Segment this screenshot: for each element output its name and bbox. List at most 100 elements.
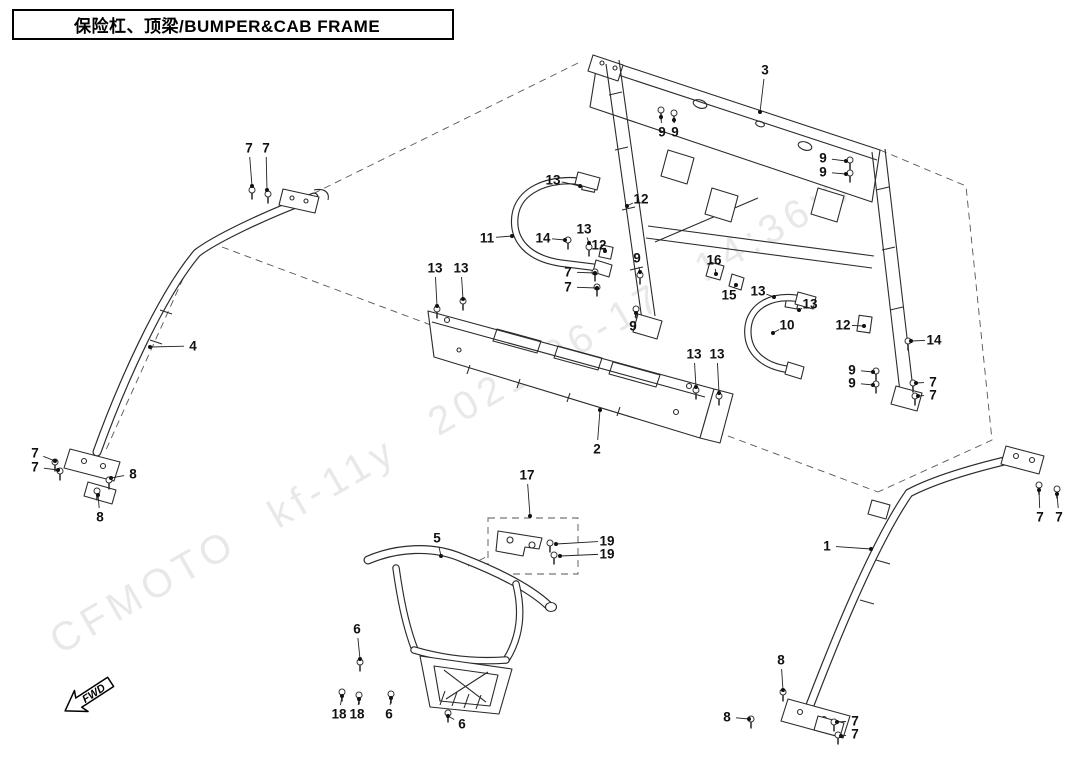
- svg-text:8: 8: [129, 467, 137, 482]
- svg-text:13: 13: [802, 297, 818, 312]
- callout-9: 9: [848, 363, 875, 378]
- callout-7: 7: [914, 375, 937, 390]
- svg-text:14: 14: [535, 231, 551, 246]
- callout-7: 7: [1036, 488, 1044, 525]
- callout-18: 18: [331, 694, 347, 722]
- svg-text:11: 11: [480, 231, 495, 246]
- grab-handle-part-11: [510, 171, 613, 278]
- callout-8: 8: [109, 467, 137, 482]
- callout-13: 13: [797, 297, 818, 312]
- callout-8: 8: [96, 493, 104, 525]
- callout-13: 13: [576, 222, 592, 245]
- svg-text:17: 17: [519, 468, 534, 483]
- right-pillar-part-1: [780, 445, 1045, 739]
- callout-14: 14: [535, 231, 567, 246]
- callout-9: 9: [629, 311, 638, 334]
- callout-14: 14: [909, 333, 942, 348]
- title-block: 保险杠、顶梁/BUMPER&CAB FRAME: [12, 9, 454, 40]
- svg-text:19: 19: [599, 547, 614, 562]
- svg-text:13: 13: [709, 347, 725, 362]
- callout-9: 9: [671, 118, 679, 140]
- svg-text:7: 7: [929, 388, 937, 403]
- svg-text:8: 8: [777, 653, 785, 668]
- svg-text:8: 8: [96, 510, 104, 525]
- svg-text:9: 9: [658, 125, 666, 140]
- svg-text:13: 13: [750, 284, 766, 299]
- svg-text:12: 12: [835, 318, 850, 333]
- callout-9: 9: [633, 251, 642, 274]
- callout-4: 4: [148, 339, 197, 354]
- svg-text:6: 6: [353, 622, 361, 637]
- svg-text:7: 7: [31, 446, 39, 461]
- svg-text:7: 7: [564, 265, 572, 280]
- callout-7: 7: [31, 460, 60, 475]
- svg-text:16: 16: [706, 253, 722, 268]
- mounting-bracket-part-17: [495, 530, 543, 557]
- callout-12: 12: [835, 318, 866, 333]
- svg-text:14: 14: [926, 333, 942, 348]
- svg-text:9: 9: [848, 363, 856, 378]
- svg-text:7: 7: [1036, 510, 1044, 525]
- callout-7: 7: [564, 265, 597, 280]
- svg-text:10: 10: [779, 318, 794, 333]
- svg-text:18: 18: [349, 707, 365, 722]
- callout-6: 6: [353, 622, 362, 661]
- callout-19: 19: [558, 547, 615, 562]
- callout-12: 12: [591, 238, 607, 253]
- svg-text:13: 13: [576, 222, 592, 237]
- callout-13: 13: [686, 347, 702, 389]
- callout-10: 10: [771, 318, 795, 335]
- svg-text:19: 19: [599, 534, 614, 549]
- svg-text:8: 8: [723, 710, 731, 725]
- callout-3: 3: [758, 63, 769, 114]
- callout-7: 7: [245, 141, 254, 188]
- svg-text:9: 9: [819, 165, 827, 180]
- svg-text:9: 9: [629, 319, 637, 334]
- callout-2: 2: [593, 408, 602, 457]
- svg-text:13: 13: [453, 261, 469, 276]
- callout-8: 8: [777, 653, 785, 692]
- roof-panel-part-3: [587, 54, 881, 203]
- callout-9: 9: [658, 115, 666, 140]
- callout-5: 5: [433, 531, 443, 558]
- callout-9: 9: [819, 165, 848, 180]
- callout-13: 13: [545, 173, 582, 188]
- svg-text:7: 7: [1055, 510, 1063, 525]
- watermark-text: CFMOTO kf-11y 2021-06-17 14:36:05: [43, 151, 886, 663]
- svg-text:13: 13: [686, 347, 702, 362]
- callout-1: 1: [823, 539, 873, 554]
- svg-text:12: 12: [633, 192, 648, 207]
- svg-text:4: 4: [189, 339, 197, 354]
- svg-text:7: 7: [31, 460, 39, 475]
- svg-text:9: 9: [819, 151, 827, 166]
- callout-7: 7: [839, 727, 859, 742]
- callout-13: 13: [709, 347, 725, 395]
- page-title: 保险杠、顶梁/BUMPER&CAB FRAME: [74, 17, 381, 36]
- callout-9: 9: [819, 151, 848, 166]
- front-bumper-part-5: [363, 545, 558, 715]
- callout-6: 6: [446, 714, 466, 732]
- callout-19: 19: [554, 534, 615, 549]
- svg-text:7: 7: [262, 141, 270, 156]
- callout-11: 11: [480, 231, 514, 246]
- fwd-arrow: FWD: [64, 676, 115, 713]
- callout-8: 8: [723, 710, 751, 725]
- svg-text:9: 9: [633, 251, 641, 266]
- callout-7: 7: [262, 141, 270, 192]
- svg-text:3: 3: [761, 63, 769, 78]
- grab-handle-part-10: [744, 291, 817, 380]
- callout-17: 17: [519, 468, 535, 518]
- callout-15: 15: [721, 283, 738, 303]
- svg-text:6: 6: [385, 707, 393, 722]
- svg-text:7: 7: [564, 280, 572, 295]
- svg-text:7: 7: [245, 141, 253, 156]
- callout-7: 7: [31, 446, 57, 463]
- svg-text:7: 7: [851, 727, 859, 742]
- svg-text:9: 9: [671, 125, 679, 140]
- callout-18: 18: [349, 697, 365, 722]
- callout-13: 13: [427, 261, 443, 308]
- callout-16: 16: [706, 253, 722, 276]
